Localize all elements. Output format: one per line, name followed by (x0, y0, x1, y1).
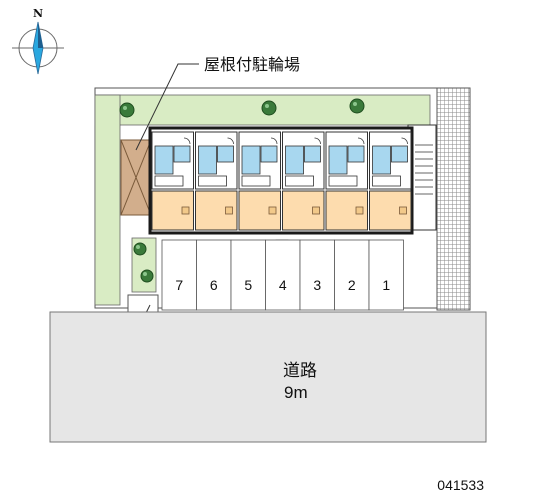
tree-icons (119, 98, 365, 283)
unit-6 (369, 131, 412, 231)
parking-space (230, 239, 266, 311)
leader-line-bike-parking (135, 63, 199, 151)
road (49, 311, 487, 443)
unit-2 (195, 131, 238, 231)
parking-space-number: 2 (348, 277, 356, 293)
parking-space-number: 4 (279, 277, 287, 293)
parking-space-number: 5 (244, 277, 252, 293)
unit-1 (151, 131, 194, 231)
parking-space-number: 3 (313, 277, 321, 293)
road-label-line2: 9m (284, 383, 308, 402)
parking-space-number: 7 (175, 277, 183, 293)
north-label: N (33, 7, 43, 20)
parking-space (265, 239, 301, 311)
parking-space-number: 1 (382, 277, 390, 293)
stair-steps (415, 144, 433, 195)
map-code: 041533 (437, 477, 484, 493)
unit-5 (325, 131, 368, 231)
stairs-hatched-area (436, 87, 471, 311)
parking-space (334, 239, 370, 311)
road-label-line1: 道路 (283, 361, 317, 381)
apartment-building (148, 126, 414, 235)
parking-area: 7 6 5 4 3 2 1 (161, 239, 404, 311)
compass-rose-icon (12, 21, 64, 75)
parking-space (299, 239, 335, 311)
parking-space (368, 239, 404, 311)
parking-space-number: 6 (210, 277, 218, 293)
parking-space (161, 239, 197, 311)
roof-bike-parking-area (120, 139, 152, 216)
unit-3 (238, 131, 281, 231)
parking-space (196, 239, 232, 311)
roof-bike-parking-label: 屋根付駐輪場 (204, 55, 300, 74)
unit-4 (282, 131, 325, 231)
